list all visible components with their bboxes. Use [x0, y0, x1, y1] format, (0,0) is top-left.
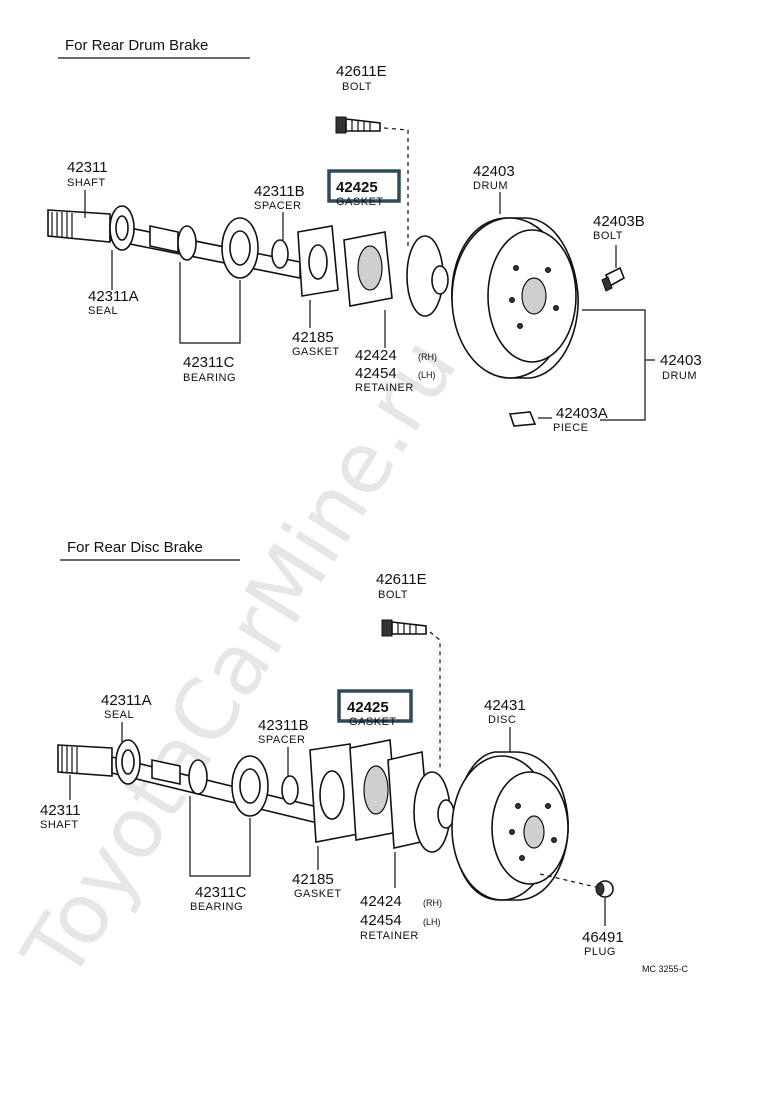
disc-bearing-name: BEARING — [190, 901, 243, 913]
disc-gasket-hl-number: 42425 — [347, 699, 389, 716]
drum-spacer-number: 42311B — [254, 183, 305, 200]
disc-plug-number: 46491 — [582, 929, 624, 946]
drum-piece — [508, 411, 537, 427]
drum-section-title: For Rear Drum Brake — [65, 37, 208, 54]
disc-retainer — [363, 765, 389, 815]
drum-retainer — [357, 245, 383, 291]
disc-spacer-name: SPACER — [258, 734, 305, 746]
drum-gasket-number: 42185 — [292, 329, 334, 346]
drum-shaft-step — [149, 225, 179, 253]
drum-shaft-name: SHAFT — [67, 177, 106, 189]
drum-piece-number: 42403A — [556, 405, 608, 422]
disc-retainer-rh-number: 42424 — [360, 893, 402, 910]
disc-retainer-rh-side: (RH) — [423, 898, 442, 908]
disc-brake-section: For Rear Disc Brake — [40, 539, 624, 958]
drum-retainer-name: RETAINER — [355, 382, 414, 394]
disc-highlight-box — [337, 689, 413, 723]
drum-top-name: DRUM — [473, 180, 508, 192]
drum-highlight-box — [327, 169, 401, 203]
drum-bearing-number: 42311C — [183, 354, 235, 371]
disc-number: 42431 — [484, 697, 526, 714]
drum-bolt-top-name: BOLT — [342, 81, 372, 93]
figure-code: MC 3255-C — [642, 964, 689, 974]
brake-disc — [451, 751, 569, 901]
disc-retainer-lh-side: (LH) — [423, 917, 441, 927]
disc-shaft-number: 42311 — [40, 802, 81, 819]
disc-spacer — [281, 775, 299, 805]
disc-plug-leader — [539, 873, 601, 889]
drum-retainer-lh-number: 42454 — [355, 365, 397, 382]
drum-retainer-lh-side: (LH) — [418, 370, 436, 380]
disc-bolt-top-number: 42611E — [376, 571, 427, 588]
disc-shaft-name: SHAFT — [40, 819, 79, 831]
drum-bolt-leader — [383, 127, 409, 250]
disc-gasket-name: GASKET — [294, 888, 342, 900]
disc-gasket-number: 42185 — [292, 871, 334, 888]
disc-gasket-hl-name: GASKET — [349, 716, 397, 728]
disc-plug — [595, 880, 614, 898]
drum-bolt-top-number: 42611E — [336, 63, 387, 80]
disc-bearing-number: 42311C — [195, 884, 247, 901]
drum-shaft-number: 42311 — [67, 159, 108, 176]
disc-name: DISC — [488, 714, 516, 726]
drum-bearing-name: BEARING — [183, 372, 236, 384]
drum-spacer-name: SPACER — [254, 200, 301, 212]
drum-seal-name: SEAL — [88, 305, 118, 317]
drum-right-number: 42403 — [660, 352, 702, 369]
drum-gasket-hl-name: GASKET — [336, 196, 384, 208]
disc-bearing-bracket — [189, 796, 251, 877]
drum-piece-name: PIECE — [553, 422, 589, 434]
drum-bearing-bracket — [179, 262, 241, 344]
disc-shaft-step — [151, 759, 181, 785]
disc-plug-name: PLUG — [584, 946, 616, 958]
drum-retainer-rh-number: 42424 — [355, 347, 397, 364]
drum-gasket-name: GASKET — [292, 346, 340, 358]
drum-bolt-right-name: BOLT — [593, 230, 623, 242]
drum-bolt-right-number: 42403B — [593, 213, 645, 230]
drum-spacer — [271, 239, 289, 269]
drum-top-number: 42403 — [473, 163, 515, 180]
disc-spacer-number: 42311B — [258, 717, 309, 734]
disc-retainer-lh-number: 42454 — [360, 912, 402, 929]
drum-gasket-hl-number: 42425 — [336, 179, 378, 196]
disc-bolt-top-name: BOLT — [378, 589, 408, 601]
drum-bearing-inner — [177, 225, 197, 261]
disc-seal-name: SEAL — [104, 709, 134, 721]
disc-section-title: For Rear Disc Brake — [67, 539, 203, 556]
disc-seal-number: 42311A — [101, 692, 152, 709]
drum-right-bolt — [601, 266, 626, 292]
drum-hub-bolt — [335, 116, 381, 134]
disc-retainer-name: RETAINER — [360, 930, 419, 942]
disc-bolt-leader — [429, 631, 441, 770]
disc-bearing-inner — [188, 759, 208, 795]
drum-right-name: DRUM — [662, 370, 697, 382]
drum-seal-number: 42311A — [88, 288, 139, 305]
brake-drum — [451, 217, 579, 379]
drum-brake-section: For Rear Drum Brake — [47, 37, 702, 434]
drum-right-bracket — [582, 309, 646, 421]
drum-retainer-rh-side: (RH) — [418, 352, 437, 362]
disc-hub-bolt — [381, 619, 427, 637]
